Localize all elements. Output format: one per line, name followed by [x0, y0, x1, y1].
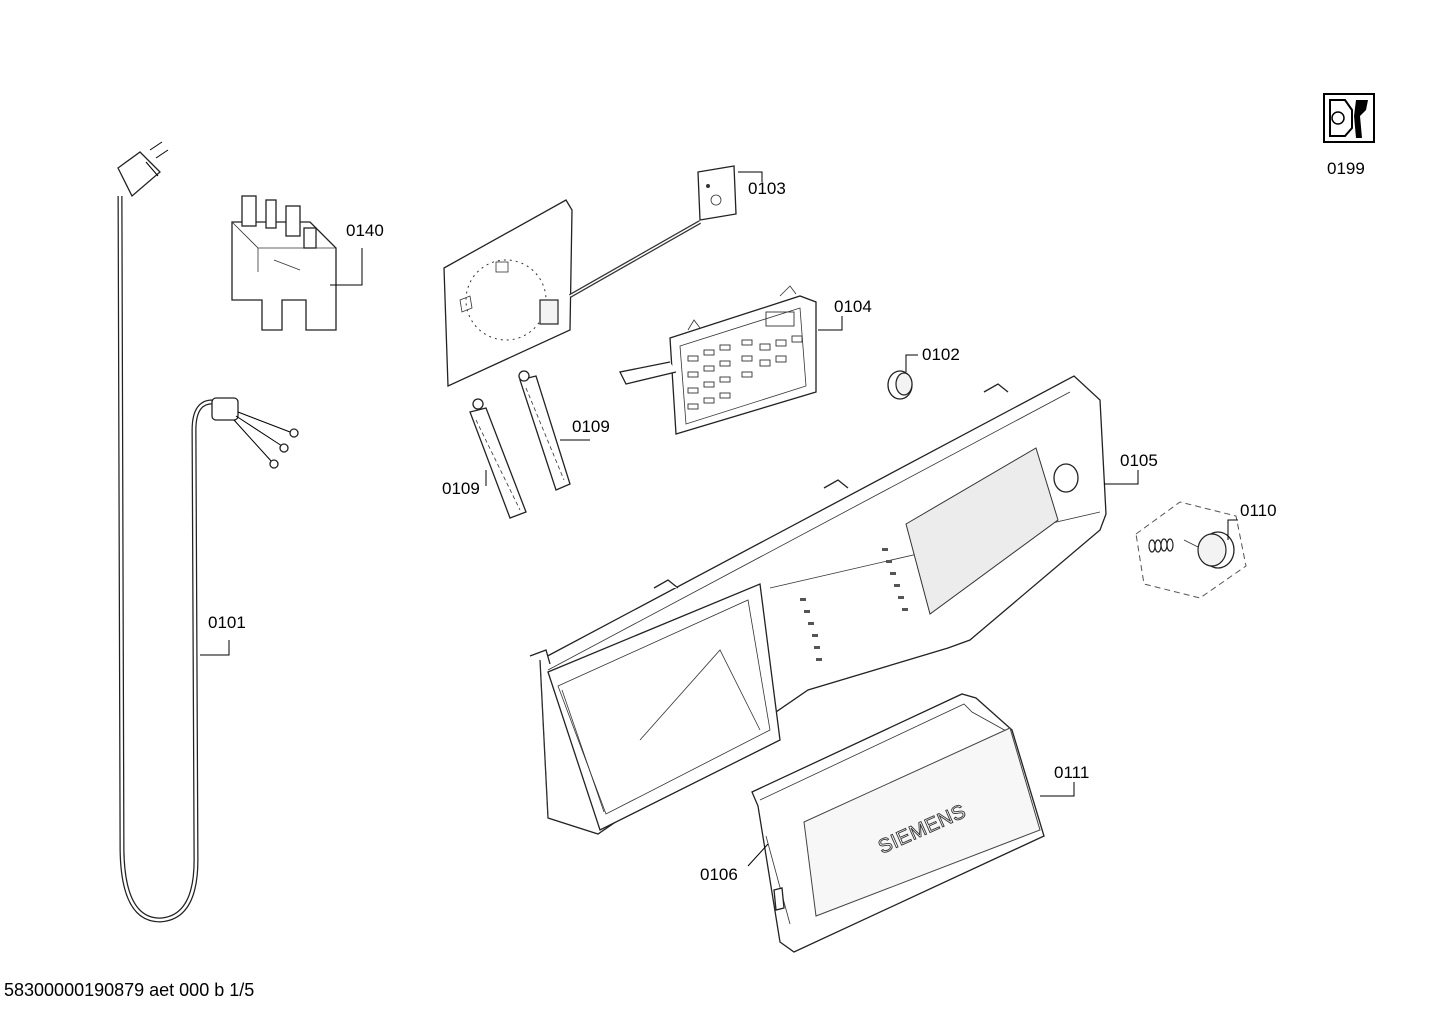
label-0111: 0111 [1054, 763, 1089, 782]
leader-0101 [200, 640, 230, 656]
label-0106: 0106 [700, 865, 738, 884]
label-0101: 0101 [208, 613, 246, 632]
label-0109-right: 0109 [572, 417, 610, 436]
leader-0140 [330, 248, 363, 286]
power-cord [117, 141, 299, 923]
light-guide-right [518, 370, 571, 491]
leader-0104 [818, 316, 843, 331]
label-0140: 0140 [346, 221, 384, 240]
label-0102: 0102 [922, 345, 960, 364]
drawer-front [751, 693, 1045, 953]
leader-0103 [738, 171, 763, 182]
drawing-footer-id: 58300000190879 aet 000 b 1/5 [4, 980, 255, 1000]
leader-0102 [905, 354, 918, 372]
interference-filter [231, 195, 337, 331]
label-0109-left: 0109 [442, 479, 480, 498]
label-0104: 0104 [834, 297, 872, 316]
label-0199: 0199 [1327, 159, 1365, 178]
program-knob [1135, 501, 1247, 599]
leader-0105 [1104, 470, 1139, 485]
wrench-nut-icon [1323, 93, 1375, 143]
control-pcb [443, 165, 737, 387]
label-0110: 0110 [1240, 501, 1277, 520]
knob-ring [887, 370, 913, 400]
label-0105: 0105 [1120, 451, 1158, 470]
control-panel-fascia [529, 375, 1107, 835]
light-guide-left [469, 398, 527, 519]
label-0103: 0103 [748, 179, 786, 198]
display-module [619, 285, 817, 435]
leader-0110 [1227, 519, 1238, 540]
leader-0111 [1040, 782, 1075, 797]
leader-0106 [747, 843, 769, 867]
